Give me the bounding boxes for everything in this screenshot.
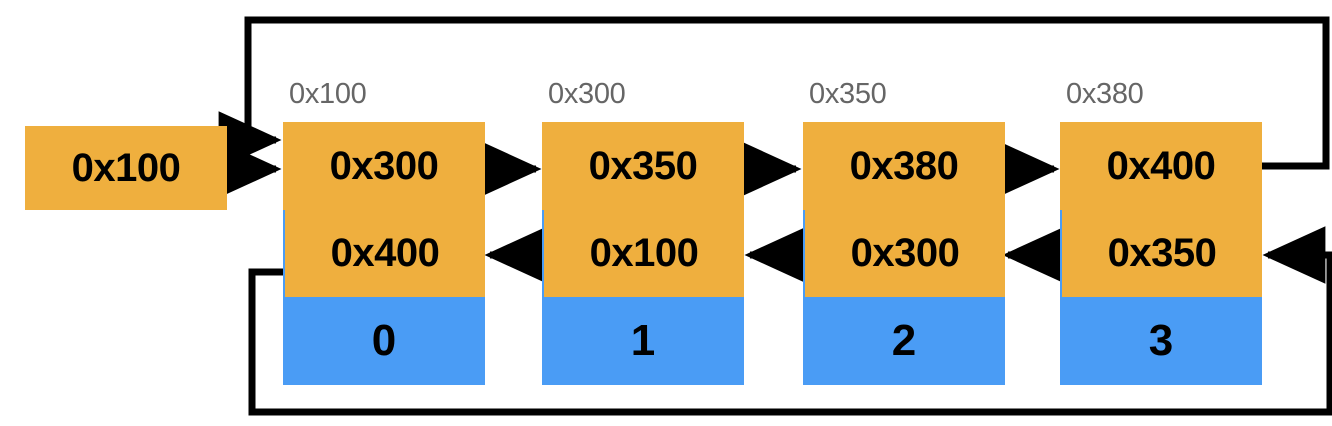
node-2-value-cell: 2 [803,297,1005,385]
node-1-value: 1 [630,316,656,365]
node-2-prev-cell: 0x300 [803,210,1005,297]
node-3-next-cell: 0x400 [1060,122,1262,210]
node-2: 0x350 0x380 0x300 2 [803,78,1005,385]
node-1-next-cell: 0x350 [542,122,744,210]
arrow-next-node3-wrap-to-node0 [218,16,1330,170]
node-1-prev-value: 0x100 [589,231,699,275]
node-3-prev-value: 0x350 [1107,231,1217,275]
node-0-value: 0 [371,316,397,365]
node-0-address-label: 0x100 [289,78,367,110]
node-1: 0x300 0x350 0x100 1 [542,78,744,385]
node-0: 0x100 0x300 0x400 0 [283,78,485,385]
head-pointer-label: 0x100 [71,145,181,190]
node-2-address-label: 0x350 [809,78,887,110]
node-0-prev-cell: 0x400 [283,210,485,297]
node-0-value-cell: 0 [283,297,485,385]
node-1-prev-cell: 0x100 [542,210,744,297]
node-2-value: 2 [891,316,917,365]
node-1-value-cell: 1 [542,297,744,385]
node-2-next-value: 0x380 [849,143,959,188]
node-0-next-cell: 0x300 [283,122,485,210]
node-0-prev-value: 0x400 [330,231,440,275]
head-pointer-box: 0x100 [25,126,227,210]
node-2-next-cell: 0x380 [803,122,1005,210]
arrow-prev-node0-wrap-to-node3 [248,226,1332,416]
node-3-address-label: 0x380 [1066,78,1144,110]
node-1-next-value: 0x350 [588,143,698,188]
node-3-next-value: 0x400 [1106,143,1216,188]
node-3-prev-cell: 0x350 [1060,210,1262,297]
node-1-address-label: 0x300 [548,78,626,110]
node-0-next-value: 0x300 [329,143,439,188]
node-3: 0x380 0x400 0x350 3 [1060,78,1262,385]
node-2-prev-value: 0x300 [850,231,960,275]
node-3-value-cell: 3 [1060,297,1262,385]
node-3-value: 3 [1148,316,1174,365]
